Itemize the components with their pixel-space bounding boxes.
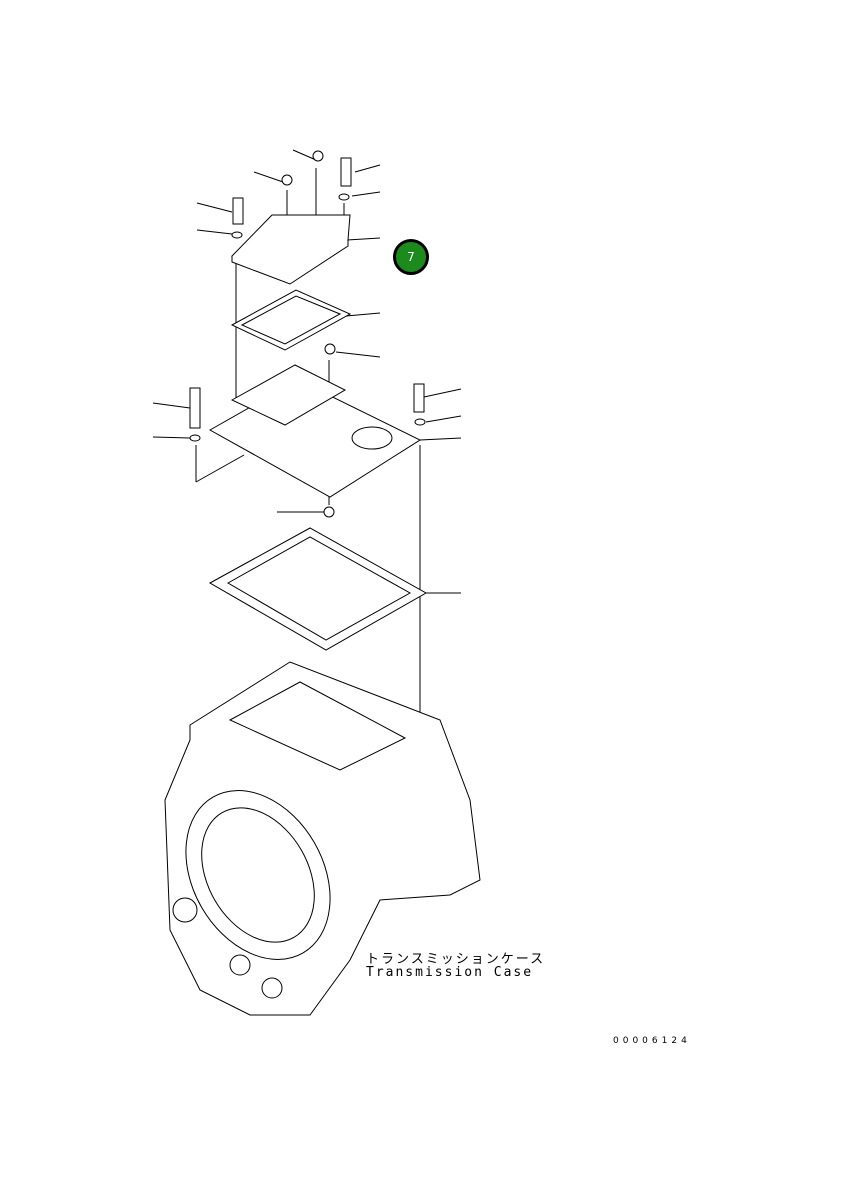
lower-gasket — [208, 527, 428, 651]
part-title-japanese: トランスミッションケース — [366, 952, 546, 967]
upper-gasket — [230, 289, 352, 351]
callout-badge-7[interactable]: 7 — [393, 239, 429, 275]
bolts — [189, 150, 426, 518]
drawing-number: 00006124 — [613, 1036, 691, 1046]
transmission-case — [164, 661, 481, 1016]
top-cover-plate — [231, 214, 351, 285]
control-valve-housing — [208, 364, 422, 498]
part-title-english: Transmission Case — [366, 965, 534, 980]
